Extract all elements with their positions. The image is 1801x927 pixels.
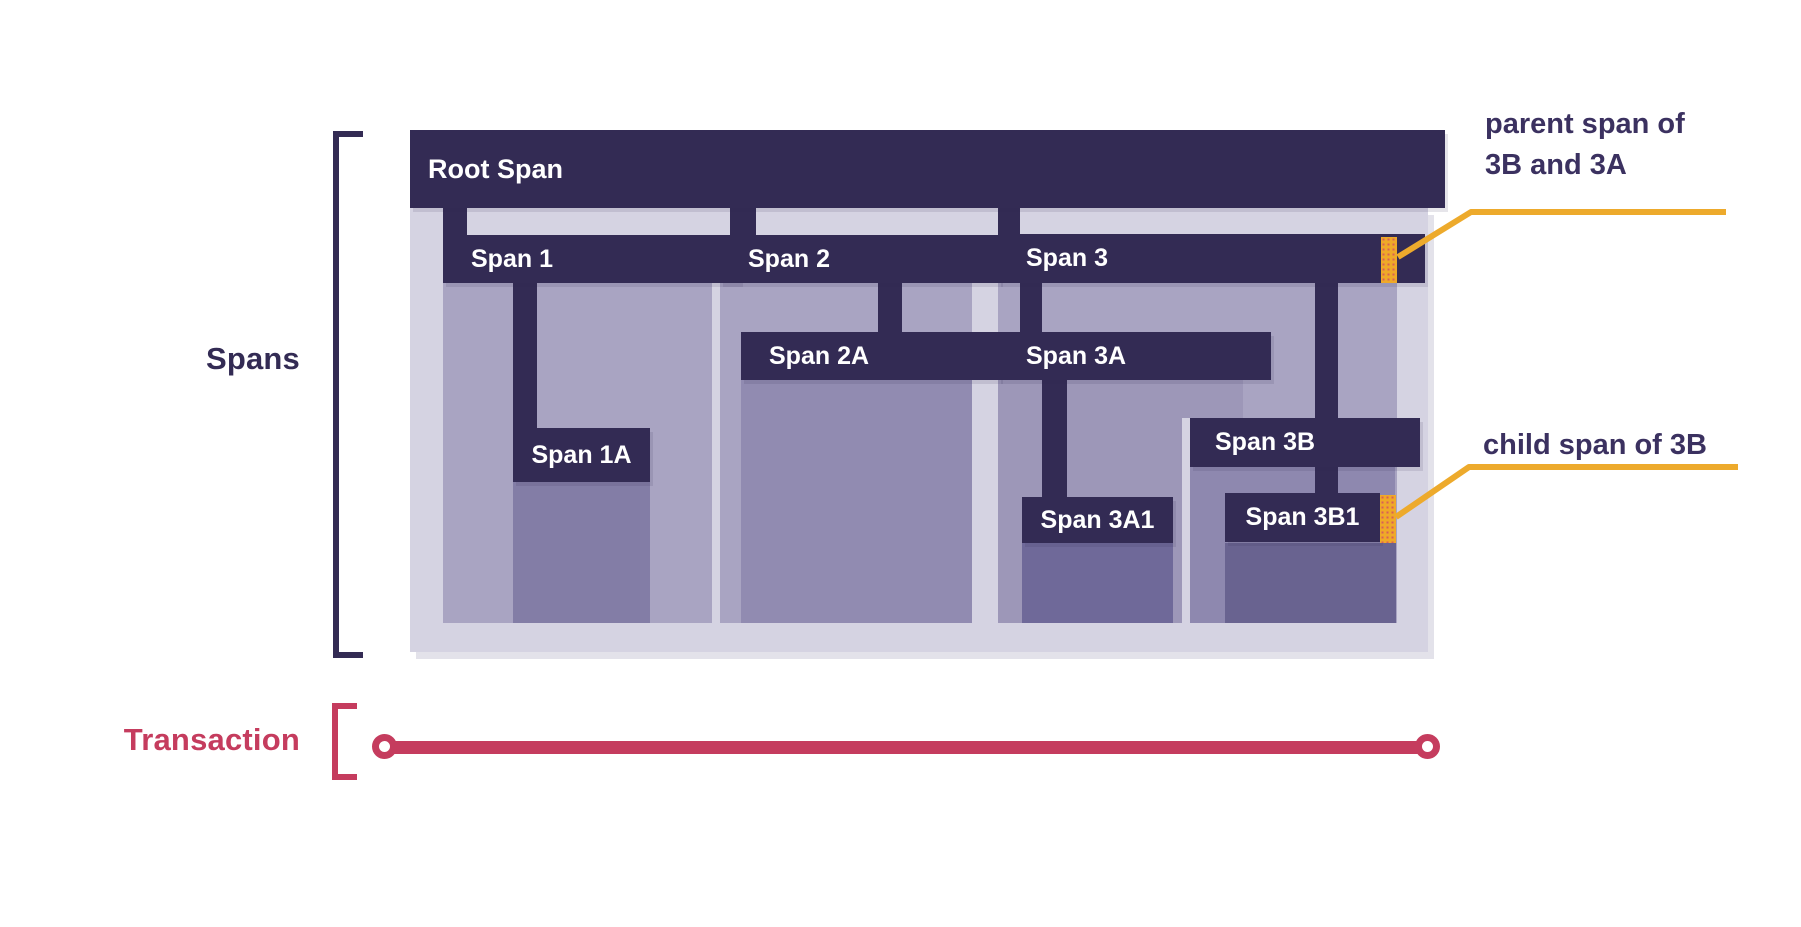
parent-span-annotation-line1: parent span of: [1485, 108, 1685, 140]
span-bar-2a: Span 2A: [741, 332, 1000, 380]
connector-root-span3: [998, 208, 1020, 235]
span-bar-3b-label: Span 3B: [1215, 428, 1316, 456]
parent-span-annotation-line2: 3B and 3A: [1485, 149, 1627, 181]
span-bar-2-label: Span 2: [748, 244, 830, 273]
span3b1-highlight-cap: [1380, 495, 1396, 543]
connector-span3b-span3b1: [1315, 467, 1338, 494]
span-bar-2a-label: Span 2A: [769, 341, 870, 370]
child-span-annotation: child span of 3B: [1483, 429, 1707, 461]
connector-span2-span2a: [878, 283, 902, 333]
spans-label: Spans: [205, 341, 300, 376]
transaction-start-circle: [372, 734, 397, 759]
connector-span3a-span3a1: [1042, 380, 1067, 497]
span-bar-3a1: Span 3A1: [1022, 497, 1173, 543]
connector-root-span2: [730, 208, 756, 236]
span-bar-3b: Span 3B: [1190, 418, 1420, 467]
parent-span-annotation: parent span of 3B and 3A: [1485, 104, 1685, 186]
span-bar-root-label: Root Span: [428, 153, 563, 184]
span-bar-3: Span 3: [998, 234, 1425, 283]
span-bar-1-label: Span 1: [471, 244, 553, 273]
transaction-label: Transaction: [123, 722, 300, 757]
child-annotation-leader-line: [1394, 464, 1738, 520]
span-fill-2a: [741, 380, 972, 623]
span-bar-3b1-label: Span 3B1: [1245, 503, 1360, 531]
span-bar-1a: Span 1A: [513, 428, 650, 482]
connector-root-span1: [443, 208, 467, 236]
connector-span1-span1a: [513, 283, 537, 428]
span-fill-1a: [513, 482, 650, 623]
span-bar-1a-label: Span 1A: [531, 440, 632, 469]
transaction-bracket: [332, 703, 357, 780]
span-bar-root: Root Span: [410, 130, 1445, 208]
span-fill-3b1: [1225, 543, 1396, 623]
span-bar-3a: Span 3A: [998, 332, 1271, 380]
span-bar-3-label: Span 3: [1026, 244, 1108, 272]
span-bar-3a1-label: Span 3A1: [1040, 505, 1155, 534]
span-bar-2: Span 2: [720, 235, 1000, 283]
span-bar-3b1: Span 3B1: [1225, 493, 1380, 542]
span3-highlight-cap: [1381, 237, 1397, 283]
transaction-end-circle: [1415, 734, 1440, 759]
span-fill-3a1: [1022, 543, 1173, 623]
span-bar-1: Span 1: [443, 235, 740, 283]
span-bar-3a-label: Span 3A: [1026, 341, 1127, 370]
connector-span3-span3b: [1315, 283, 1338, 419]
parent-annotation-leader-line: [1396, 209, 1726, 260]
connector-span3-span3a: [1020, 283, 1042, 333]
spans-bracket: [333, 131, 363, 658]
transaction-timeline: [392, 741, 1422, 754]
group-gap-strip: [1182, 418, 1190, 623]
